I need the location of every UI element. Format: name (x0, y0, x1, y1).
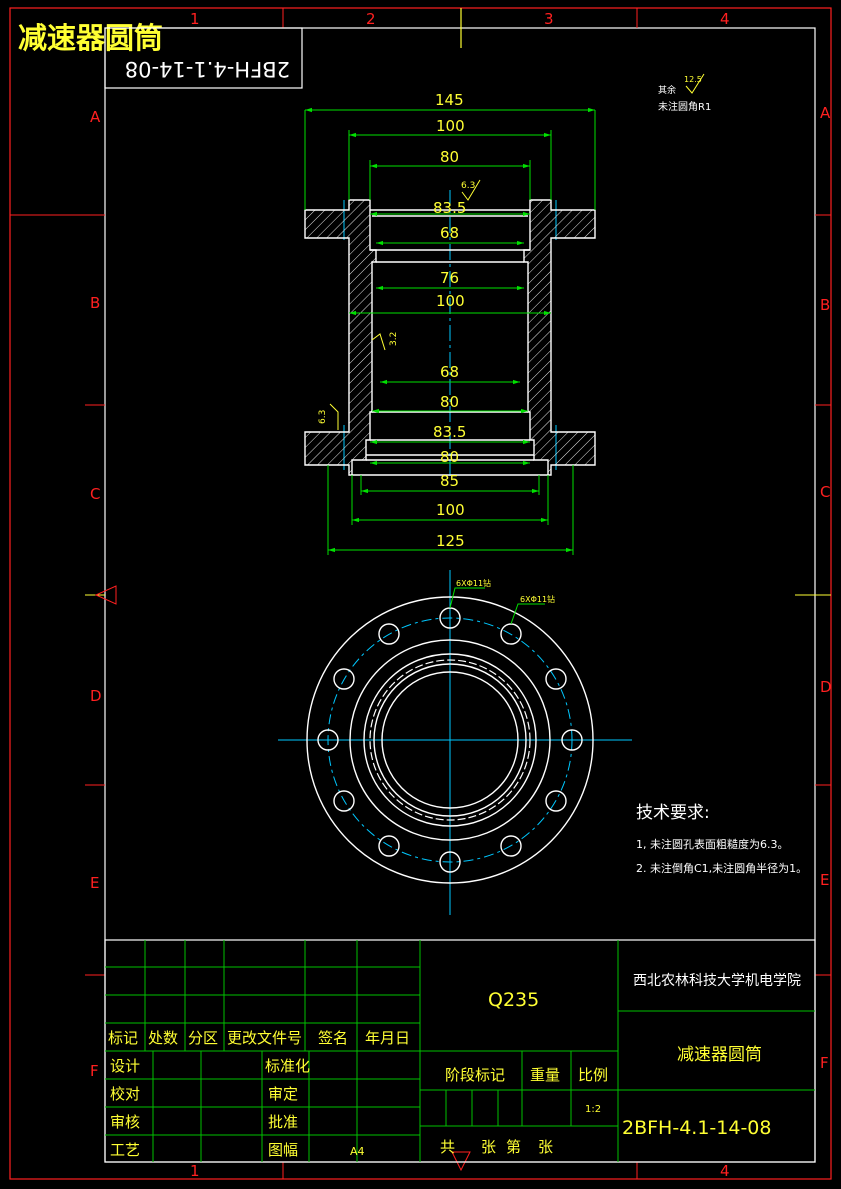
tech-item-1: 1, 未注圆孔表面粗糙度为6.3。 (636, 837, 789, 851)
dim-100-bottom: 100 (436, 501, 465, 519)
col-label-3: 3 (544, 10, 554, 28)
dim-76: 76 (440, 269, 459, 287)
material: Q235 (488, 989, 539, 1011)
row-label-e-right: E (820, 871, 829, 889)
scale-label: 比例 (578, 1066, 608, 1084)
dim-83-5-low: 83.5 (433, 423, 466, 441)
row-label-f-right: F (820, 1054, 829, 1072)
right-wall-section (523, 199, 596, 476)
dim-100-mid: 100 (436, 292, 465, 310)
sheet-no: 第 (506, 1138, 521, 1156)
dim-68-top: 68 (440, 224, 459, 242)
dim-145: 145 (435, 91, 464, 109)
col-label-4: 4 (720, 10, 730, 28)
tech-heading: 技术要求: (636, 803, 710, 823)
row-label-a-right: A (820, 104, 831, 122)
roughness-top: 6.3 (461, 181, 475, 191)
dim-83-5-top: 83.5 (433, 199, 466, 217)
roughness-left-flange: 6.3 (318, 410, 328, 424)
zone-labels: 1 2 3 4 1 4 A B C D E F A B C D E F (90, 10, 832, 1180)
hdr-count: 处数 (148, 1029, 178, 1047)
section-roughness: 6.3 3.2 6.3 (318, 179, 481, 430)
fillet-note: 未注圆角R1 (658, 100, 711, 113)
dim-68-low: 68 (440, 363, 459, 381)
row-label-f: F (90, 1062, 99, 1080)
dim-125: 125 (436, 532, 465, 550)
row-label-e: E (90, 874, 99, 892)
row-label-b: B (90, 294, 100, 312)
sheets-unit: 张 (481, 1138, 496, 1156)
row-label-d: D (90, 687, 102, 705)
tech-item-2: 2. 未注倒角C1,未注圆角半径为1。 (636, 861, 807, 875)
sheets-total: 共 (440, 1138, 455, 1156)
hdr-change-doc: 更改文件号 (227, 1029, 302, 1047)
role-review: 审核 (110, 1113, 140, 1131)
title-block: Q235 西北农林科技大学机电学院 减速器圆筒 2BFH-4.1-14-08 标… (104, 939, 816, 1163)
roughness-value: 12.5 (684, 75, 702, 84)
school-name: 西北农林科技大学机电学院 (633, 973, 801, 989)
dim-100-top: 100 (436, 117, 465, 135)
hole-label-1: 6XΦ11钻 (456, 578, 491, 588)
left-wall-section (304, 199, 377, 476)
dim-80-top: 80 (440, 148, 459, 166)
hdr-mark: 标记 (108, 1029, 138, 1047)
roughness-prefix: 其余 (658, 84, 676, 96)
row-label-a: A (90, 108, 101, 126)
role-standard: 标准化 (265, 1057, 310, 1075)
roughness-note: 其余 12.5 未注圆角R1 (658, 73, 711, 113)
stage-mark: 阶段标记 (445, 1066, 505, 1084)
col-label-4-bottom: 4 (720, 1162, 730, 1180)
row-label-d-right: D (820, 678, 832, 696)
role-check: 校对 (110, 1085, 140, 1103)
col-label-1: 1 (190, 10, 200, 28)
mirrored-code: 2BFH-4.1-14-08 (125, 57, 290, 81)
hdr-zone: 分区 (188, 1029, 218, 1047)
hdr-date: 年月日 (365, 1029, 410, 1047)
row-label-c-right: C (820, 483, 830, 501)
row-label-b-right: B (820, 296, 830, 314)
role-approve-check: 审定 (268, 1085, 298, 1103)
row-label-c: C (90, 485, 100, 503)
dim-80-bottom: 80 (440, 448, 459, 466)
col-label-2: 2 (366, 10, 376, 28)
tech-requirements: 技术要求: 1, 未注圆孔表面粗糙度为6.3。 2. 未注倒角C1,未注圆角半径… (636, 803, 807, 875)
scale-value: 1:2 (585, 1104, 601, 1115)
role-craft: 工艺 (110, 1141, 140, 1159)
part-name: 减速器圆筒 (677, 1045, 762, 1065)
roughness-left-wall: 3.2 (389, 332, 399, 346)
role-approve: 批准 (268, 1113, 298, 1131)
dim-85: 85 (440, 472, 459, 490)
sheet-unit2: 张 (538, 1138, 553, 1156)
weight: 重量 (530, 1066, 560, 1084)
role-design: 设计 (110, 1057, 140, 1075)
dim-80-low: 80 (440, 393, 459, 411)
hole-label-2: 6XΦ11钻 (520, 594, 555, 604)
col-label-1-bottom: 1 (190, 1162, 200, 1180)
hdr-sign: 签名 (318, 1029, 348, 1047)
plan-view: 6XΦ11钻 6XΦ11钻 (278, 570, 632, 915)
title-overlay: 减速器圆筒 (18, 21, 163, 55)
drawing-code: 2BFH-4.1-14-08 (622, 1117, 771, 1139)
section-view: 145 100 80 83.5 68 76 100 68 80 83.5 80 … (304, 91, 596, 555)
code-box (104, 27, 303, 89)
role-sheet: 图幅 (268, 1141, 298, 1159)
sheet-size: A4 (350, 1145, 365, 1158)
